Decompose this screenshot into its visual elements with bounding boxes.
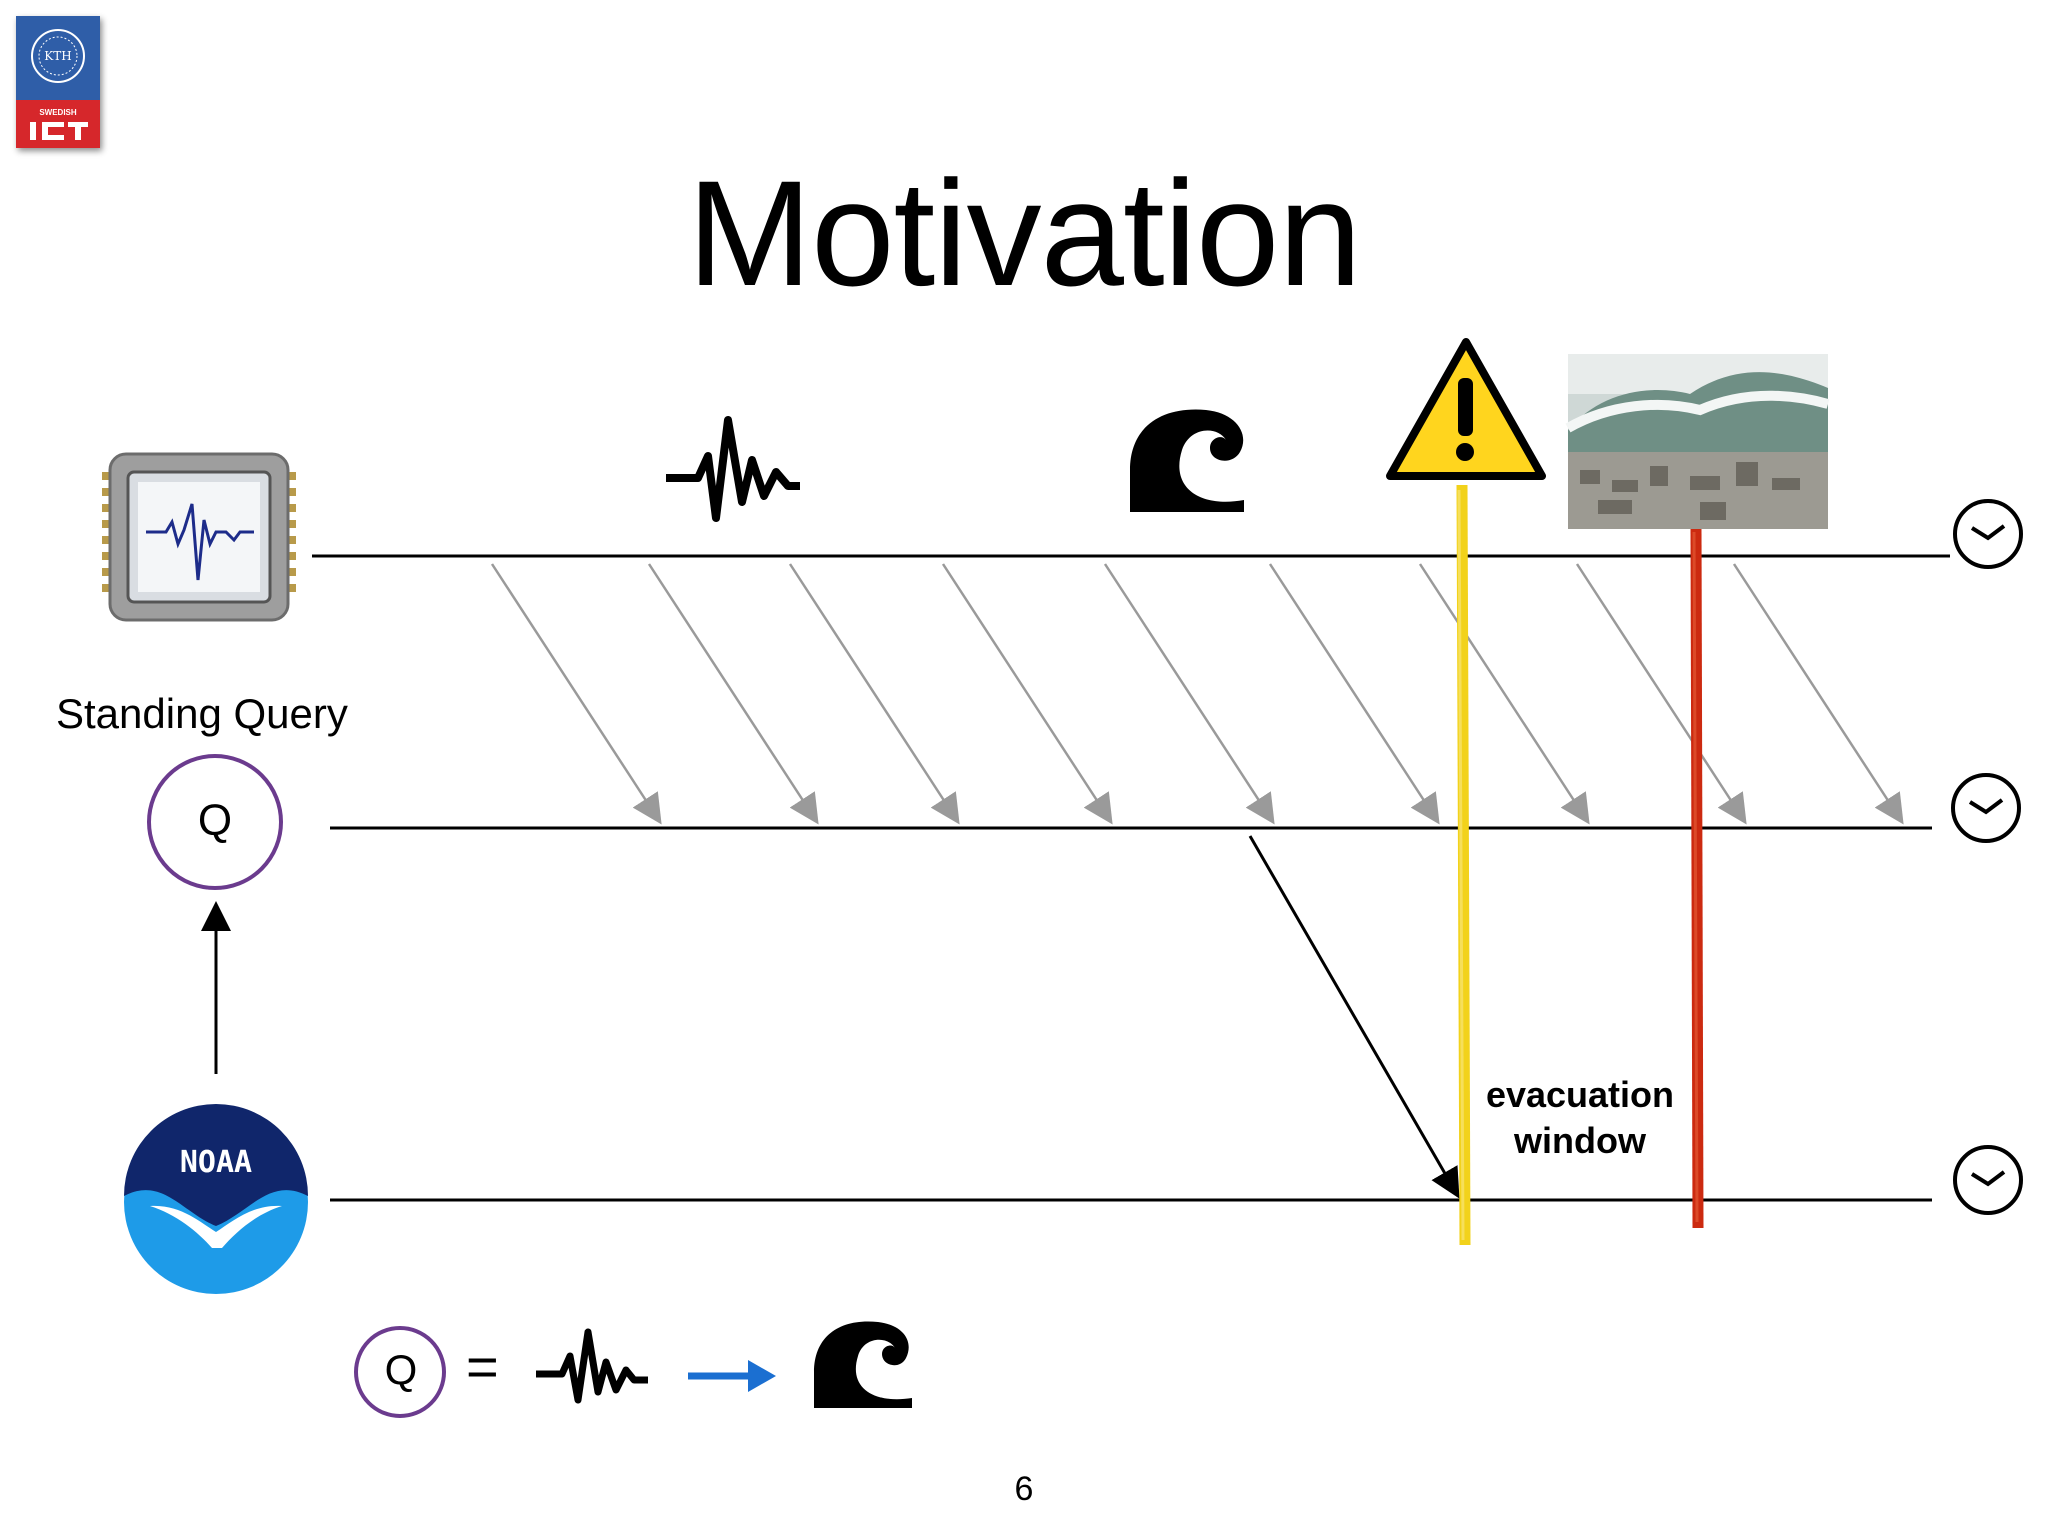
evacuation-line1: evacuation xyxy=(1470,1072,1690,1118)
stream-arrow xyxy=(943,564,1111,822)
stream-arrow xyxy=(1577,564,1745,822)
clock-icon xyxy=(1955,501,2021,567)
page-number: 6 xyxy=(1000,1470,1048,1509)
clock-icon xyxy=(1955,1147,2021,1213)
evacuation-line2: window xyxy=(1470,1118,1690,1164)
noaa-logo-icon: NOAA xyxy=(124,1104,308,1294)
formula-seismic-icon xyxy=(536,1332,648,1400)
alert-arrow xyxy=(1250,836,1458,1196)
impact-marker-line xyxy=(1694,528,1698,1228)
noaa-logo-text: NOAA xyxy=(180,1145,252,1180)
stream-arrow xyxy=(1105,564,1273,822)
query-node-label: Q xyxy=(150,796,280,846)
seismic-wave-icon xyxy=(666,420,800,518)
evacuation-window-label: evacuation window xyxy=(1470,1072,1690,1164)
standing-query-label: Standing Query xyxy=(56,690,348,738)
warning-sign-icon xyxy=(1390,342,1542,476)
tsunami-photo xyxy=(1568,354,1828,529)
ocean-wave-icon xyxy=(1130,410,1244,512)
stream-arrow xyxy=(649,564,817,822)
clock-icon xyxy=(1953,775,2019,841)
formula-query-label: Q xyxy=(354,1346,448,1394)
warning-marker-line xyxy=(1459,485,1465,1245)
formula-arrow xyxy=(688,1360,776,1392)
stream-arrow xyxy=(1420,564,1588,822)
formula-wave-icon xyxy=(814,1321,912,1408)
stream-arrow xyxy=(1270,564,1438,822)
formula-equals: = xyxy=(466,1334,499,1399)
stream-arrow xyxy=(1734,564,1902,822)
sensor-chip-icon xyxy=(102,454,296,620)
stream-arrow xyxy=(492,564,660,822)
stream-arrow xyxy=(790,564,958,822)
stream-arrows xyxy=(492,564,1902,822)
